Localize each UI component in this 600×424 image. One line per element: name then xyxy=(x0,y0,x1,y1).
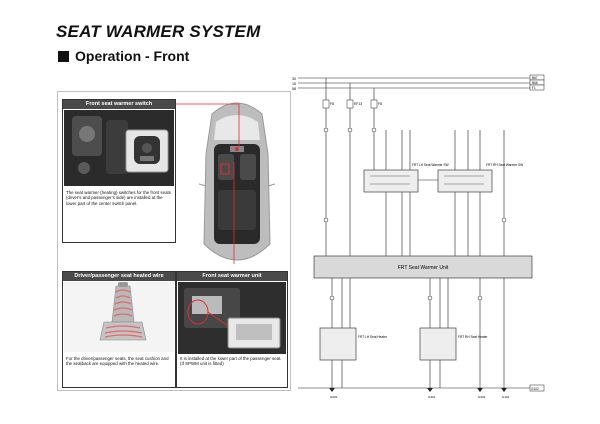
heated-wire-panel-caption: For the driver/passenger seats, the seat… xyxy=(66,356,169,367)
bus-label-58: 58 xyxy=(292,87,296,91)
warmer-unit-panel: Front seat warmer unit It is installed a… xyxy=(176,271,288,388)
bus-tag-1: B67 xyxy=(532,76,538,80)
heated-wire-panel: Driver/passenger seat heated wire For th… xyxy=(62,271,176,388)
switch-photo xyxy=(64,110,174,186)
section-heading: Operation - Front xyxy=(58,48,189,64)
switch-panel-caption: The seat warmer (heating) switches for t… xyxy=(66,190,171,206)
fuse-label-3: F8 xyxy=(378,102,382,106)
bullet-square-icon xyxy=(58,50,69,62)
rh-switch-label: FRT RH Seat Warmer SW xyxy=(486,163,523,167)
warmer-unit-panel-caption: It is installed at the lower part of the… xyxy=(180,356,282,367)
fuse-label-1: F8 xyxy=(330,102,334,106)
rh-heater-box xyxy=(419,327,457,361)
car-top-view-image xyxy=(194,94,280,274)
bus-tag-2: B66 xyxy=(532,81,538,85)
fuse-label-2: EF13 xyxy=(354,102,362,106)
switch-panel: Front seat warmer switch The seat warmer… xyxy=(62,99,176,243)
bus-tag-3: F1 xyxy=(532,86,536,90)
rh-switch-box xyxy=(437,169,493,193)
heated-seat-photo xyxy=(64,282,174,352)
bus-label-15: 15 xyxy=(292,82,296,86)
warmer-unit-panel-heading: Front seat warmer unit xyxy=(177,272,287,281)
lh-heater-label: FRT LH Seat Heater xyxy=(358,335,388,339)
wiring-diagram: 30 15 58 B67 B66 F1 G102 F8 EF13 F8 FRT … xyxy=(292,74,545,399)
ground-label-3: G302 xyxy=(478,395,486,399)
warmer-unit-label: FRT Seat Warmer Unit xyxy=(398,265,449,271)
bus-label-30: 30 xyxy=(292,77,296,81)
ground-label-1: G201 xyxy=(330,395,338,399)
page-title: SEAT WARMER SYSTEM xyxy=(56,22,261,41)
switch-panel-heading: Front seat warmer switch xyxy=(63,100,175,109)
ground-tag: G102 xyxy=(531,387,539,391)
section-heading-text: Operation - Front xyxy=(75,48,190,64)
heated-wire-panel-heading: Driver/passenger seat heated wire xyxy=(63,272,175,281)
warmer-unit-band xyxy=(313,255,533,279)
lh-switch-box xyxy=(363,169,419,193)
warmer-unit-photo xyxy=(178,282,286,354)
ground-label-4: G101 xyxy=(502,395,510,399)
lh-switch-label: FRT LH Seat Warmer SW xyxy=(412,163,449,167)
callout-lines xyxy=(175,103,240,264)
component-overview-frame: Front seat warmer switch The seat warmer… xyxy=(57,91,291,391)
ground-label-2: G301 xyxy=(428,395,436,399)
lh-heater-box xyxy=(319,327,357,361)
rh-heater-label: FRT RH Seat Heater xyxy=(458,335,488,339)
